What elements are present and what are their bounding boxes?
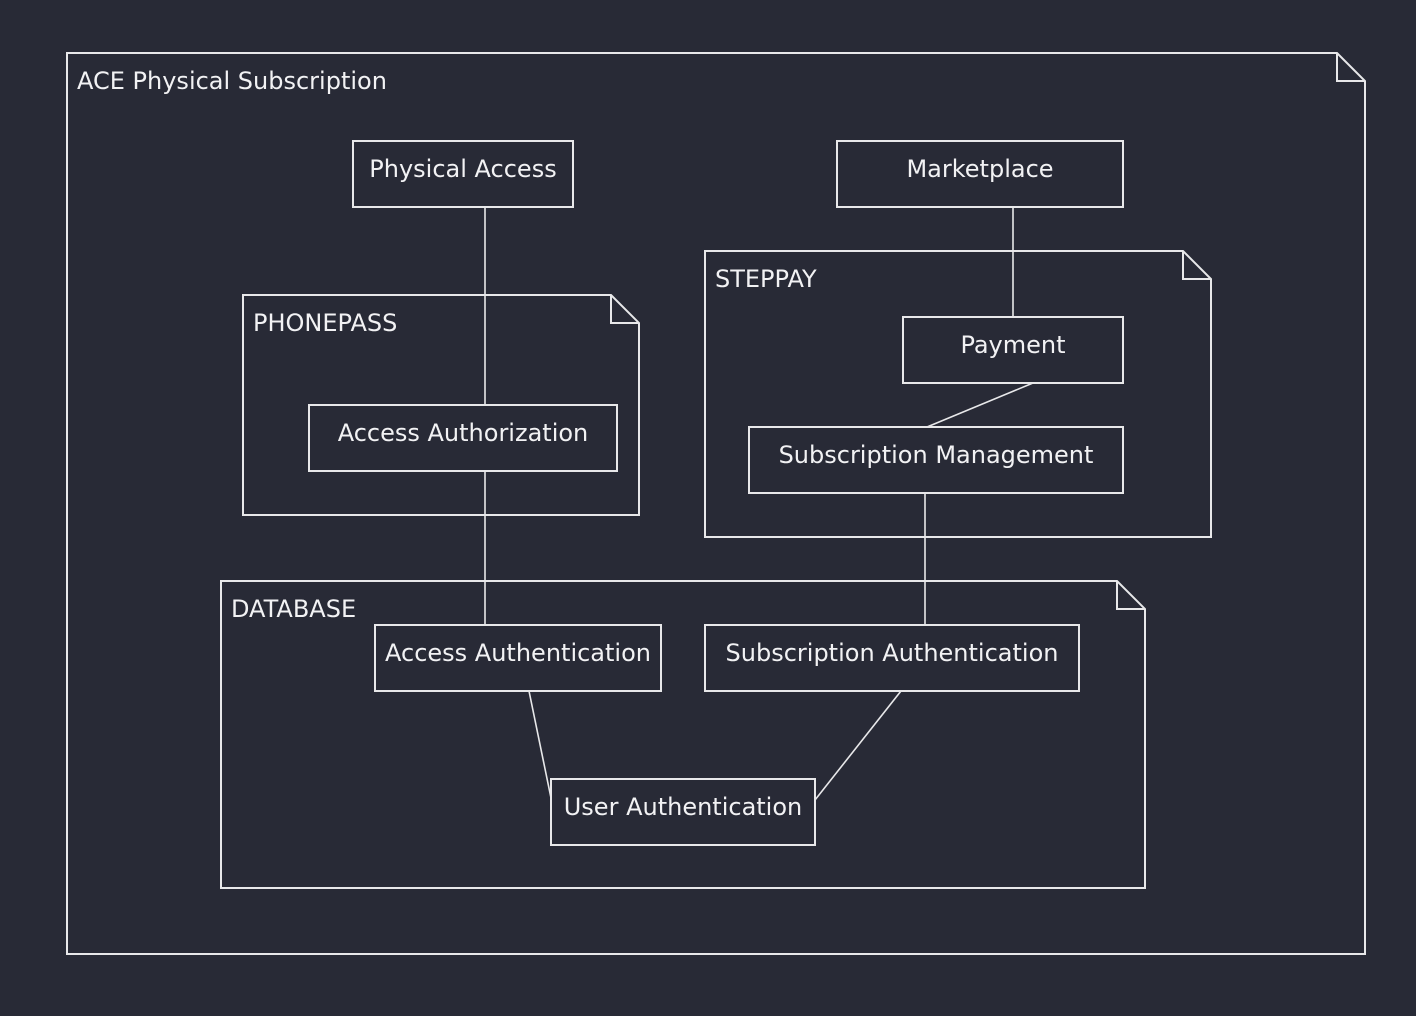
node-access-authentication-label: Access Authentication — [385, 639, 651, 667]
node-marketplace-label: Marketplace — [906, 155, 1053, 183]
node-physical-access-label: Physical Access — [369, 155, 556, 183]
edge-access-authentication-to-user-authentication — [528, 690, 552, 799]
edge-payment-to-subscription-management — [926, 382, 1034, 428]
edge-subscription-authentication-to-user-authentication — [814, 690, 902, 801]
node-payment: Payment — [902, 316, 1124, 384]
node-access-authentication: Access Authentication — [374, 624, 662, 692]
package-phonepass: PHONEPASS — [242, 294, 640, 516]
node-subscription-authentication: Subscription Authentication — [704, 624, 1080, 692]
package-root-label: ACE Physical Subscription — [77, 67, 387, 95]
node-payment-label: Payment — [960, 331, 1065, 359]
node-marketplace: Marketplace — [836, 140, 1124, 208]
node-access-authorization-label: Access Authorization — [338, 419, 589, 447]
package-database-label: DATABASE — [231, 595, 356, 623]
node-user-authentication: User Authentication — [550, 778, 816, 846]
package-steppay: STEPPAY — [704, 250, 1212, 538]
node-user-authentication-label: User Authentication — [564, 793, 803, 821]
node-subscription-management: Subscription Management — [748, 426, 1124, 494]
node-subscription-management-label: Subscription Management — [779, 441, 1094, 469]
package-root: ACE Physical Subscription — [66, 52, 1366, 955]
package-steppay-label: STEPPAY — [715, 265, 817, 293]
node-access-authorization: Access Authorization — [308, 404, 618, 472]
package-phonepass-label: PHONEPASS — [253, 309, 397, 337]
package-database: DATABASE — [220, 580, 1146, 889]
node-physical-access: Physical Access — [352, 140, 574, 208]
node-subscription-authentication-label: Subscription Authentication — [726, 639, 1059, 667]
